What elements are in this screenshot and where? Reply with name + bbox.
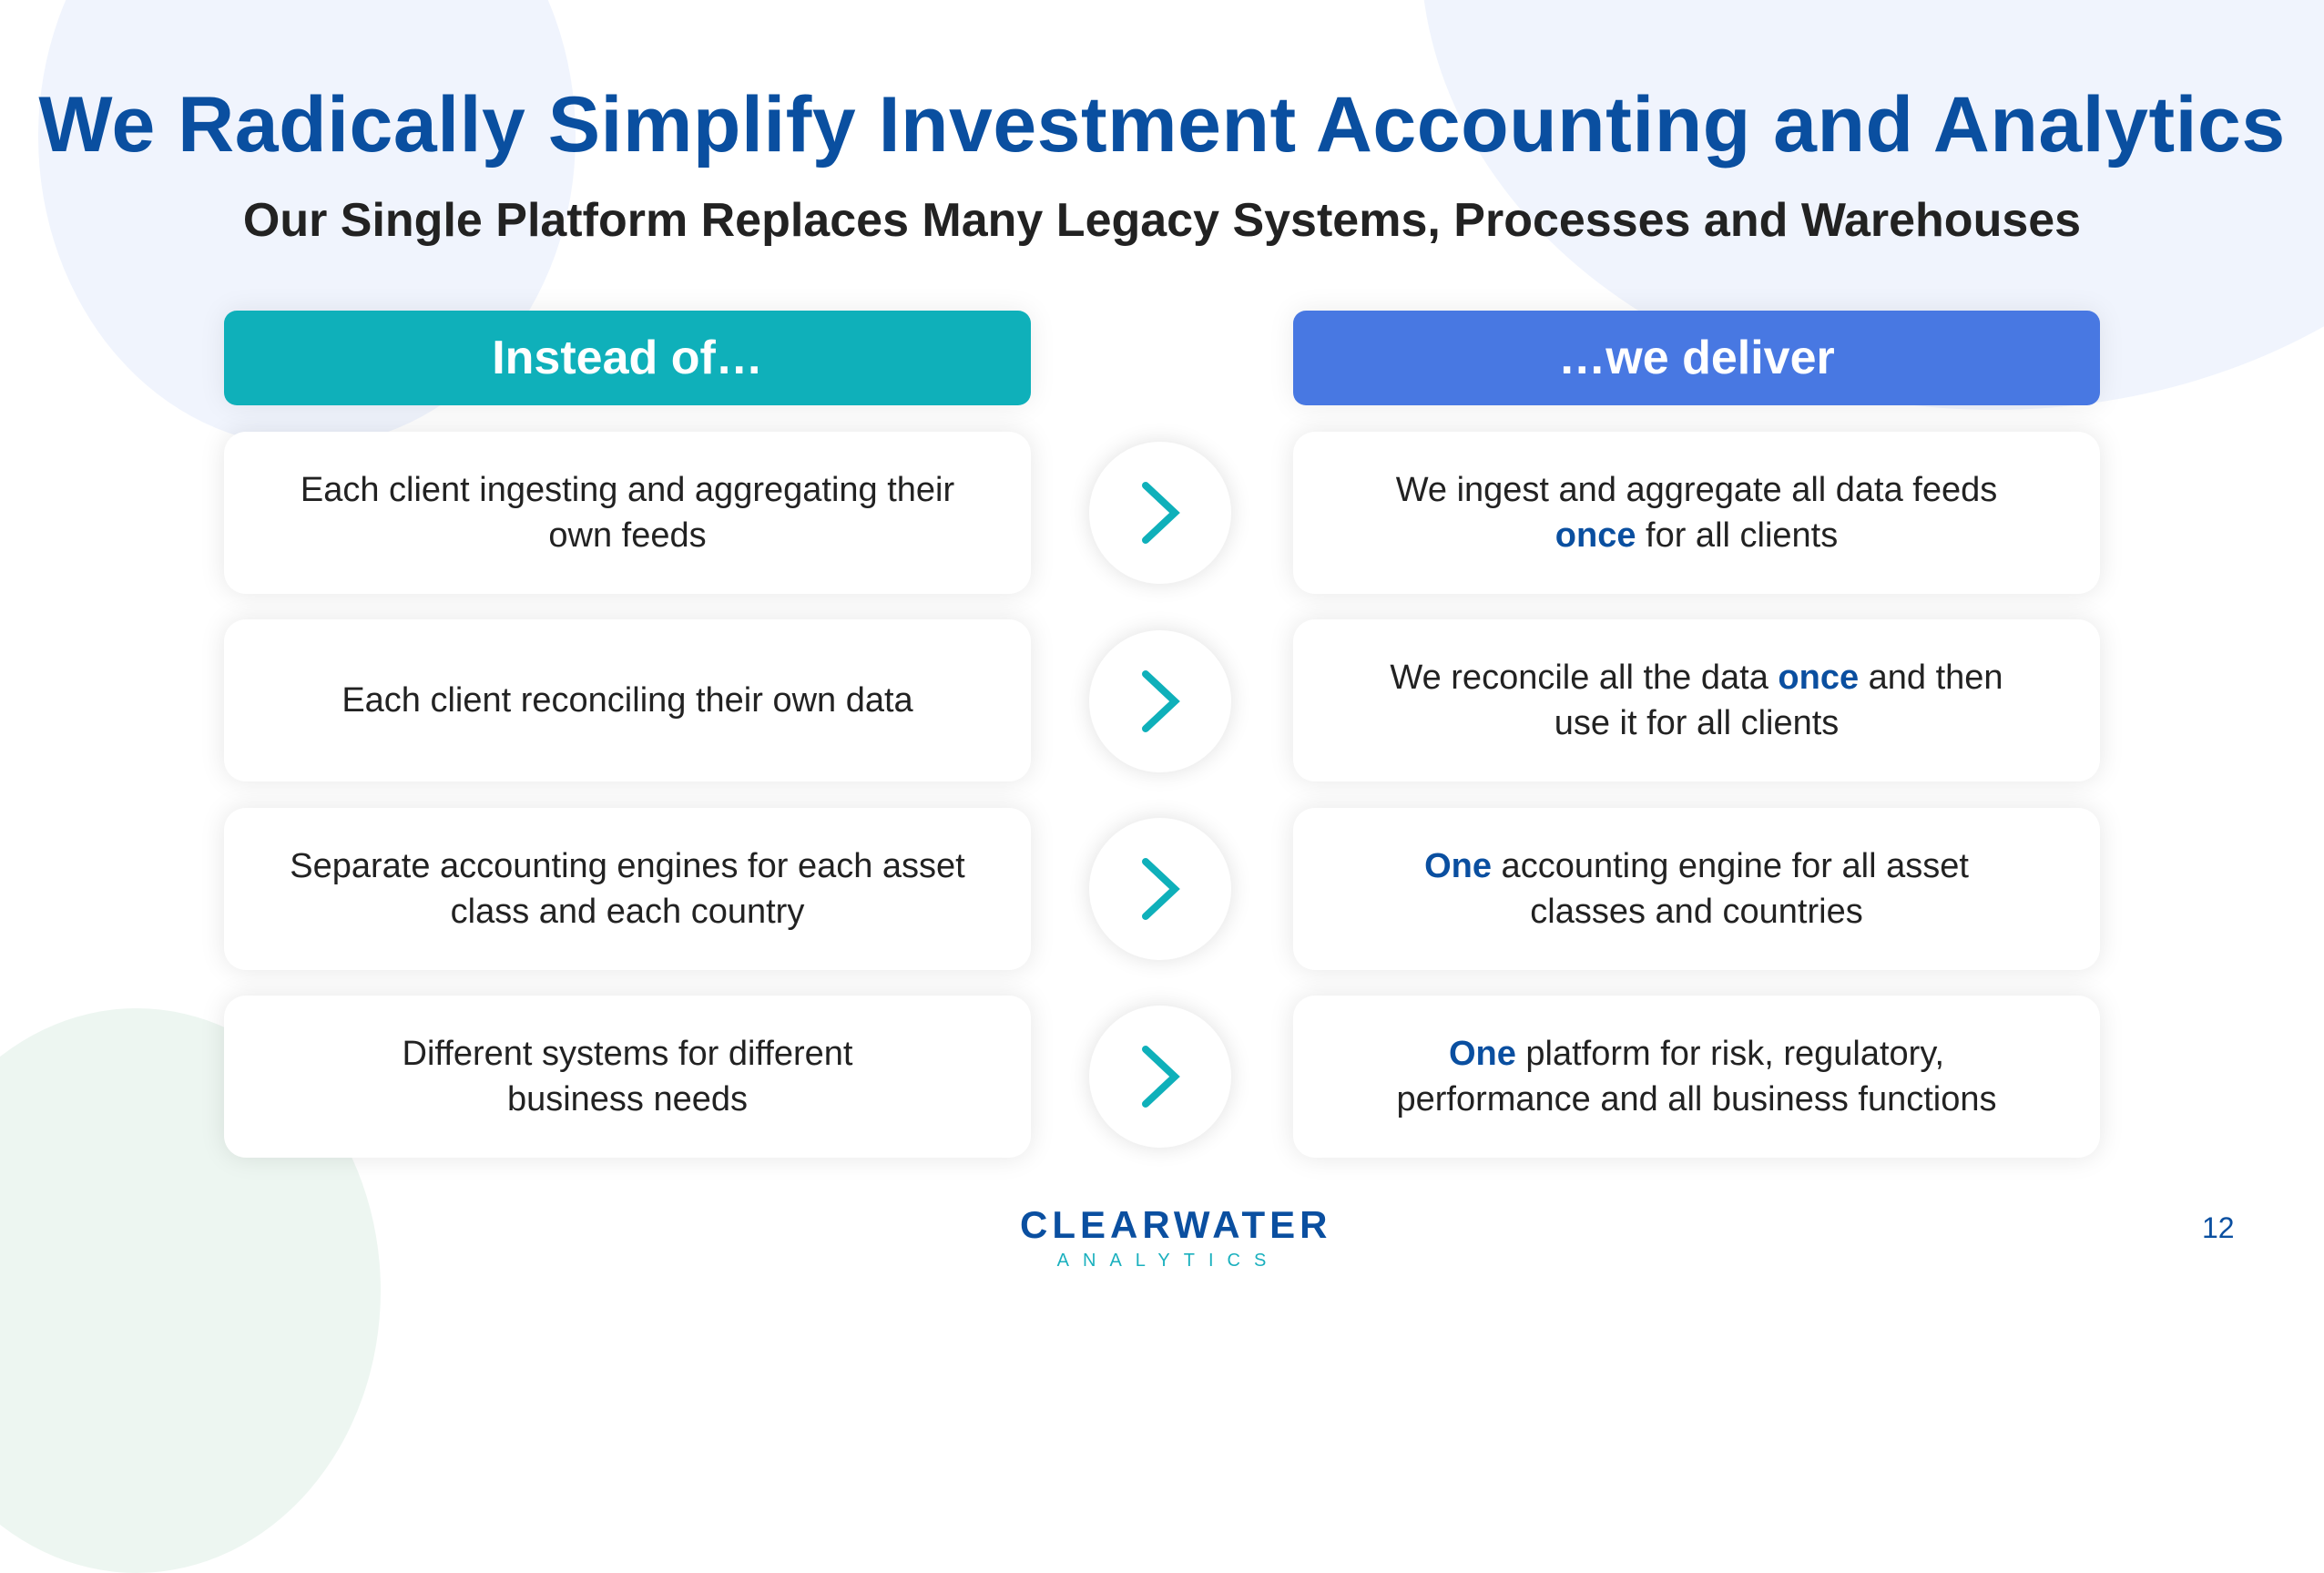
chevron-right-icon xyxy=(1142,858,1180,920)
row-arrow-2 xyxy=(1089,630,1231,772)
chevron-right-icon xyxy=(1142,670,1180,732)
instead-card-text: Each client ingesting and aggregating th… xyxy=(300,471,955,555)
deliver-card-3: One accounting engine for all asset clas… xyxy=(1293,808,2100,970)
instead-card-text: Different systems for different business… xyxy=(402,1035,853,1118)
we-deliver-header: …we deliver xyxy=(1293,311,2100,405)
clearwater-logo: CLEARWATER ANALYTICS xyxy=(1020,1203,1332,1272)
deliver-text-before: We ingest and aggregate all data feeds xyxy=(1395,471,1998,509)
logo-wordmark: CLEARWATER xyxy=(1020,1203,1332,1246)
row-arrow-1 xyxy=(1089,442,1231,584)
page-number: 12 xyxy=(2202,1211,2235,1244)
deliver-text-before: We reconcile all the data xyxy=(1390,659,1779,697)
deliver-card-4: One platform for risk, regulatory, perfo… xyxy=(1293,996,2100,1158)
instead-card-1: Each client ingesting and aggregating th… xyxy=(224,432,1031,594)
slide-title: We Radically Simplify Investment Account… xyxy=(38,81,2286,169)
deliver-card-1: We ingest and aggregate all data feeds o… xyxy=(1293,432,2100,594)
deliver-card-text: We ingest and aggregate all data feeds o… xyxy=(1378,467,2015,558)
instead-card-3: Separate accounting engines for each ass… xyxy=(224,808,1031,970)
row-arrow-4 xyxy=(1089,1006,1231,1148)
logo-tagline: ANALYTICS xyxy=(1056,1251,1280,1271)
instead-card-4: Different systems for different business… xyxy=(224,996,1031,1158)
instead-card-2: Each client reconciling their own data xyxy=(224,619,1031,781)
deliver-text-highlight: once xyxy=(1554,516,1636,555)
deliver-text-after: and then use it for all clients xyxy=(1554,659,2003,742)
deliver-card-2: We reconcile all the data once and then … xyxy=(1293,619,2100,781)
deliver-text-after: accounting engine for all asset classes … xyxy=(1492,847,1969,931)
deliver-card-text: We reconcile all the data once and then … xyxy=(1369,655,2024,746)
instead-card-text: Separate accounting engines for each ass… xyxy=(290,847,965,931)
deliver-card-text: One platform for risk, regulatory, perfo… xyxy=(1396,1031,1997,1122)
instead-of-header-label: Instead of… xyxy=(492,332,763,384)
deliver-card-text: One accounting engine for all asset clas… xyxy=(1369,843,2024,935)
deliver-text-highlight: once xyxy=(1778,659,1860,697)
deliver-text-highlight: One xyxy=(1424,847,1492,885)
deliver-text-after: for all clients xyxy=(1636,516,1839,555)
chevron-right-icon xyxy=(1142,482,1180,544)
deliver-text-after: platform for risk, regulatory, performan… xyxy=(1396,1035,1997,1118)
slide-subtitle: Our Single Platform Replaces Many Legacy… xyxy=(242,194,2082,247)
deliver-text-highlight: One xyxy=(1448,1035,1516,1073)
instead-card-text: Each client reconciling their own data xyxy=(341,681,913,720)
chevron-right-icon xyxy=(1142,1046,1180,1108)
we-deliver-header-label: …we deliver xyxy=(1558,332,1835,384)
row-arrow-3 xyxy=(1089,818,1231,960)
instead-of-header: Instead of… xyxy=(224,311,1031,405)
